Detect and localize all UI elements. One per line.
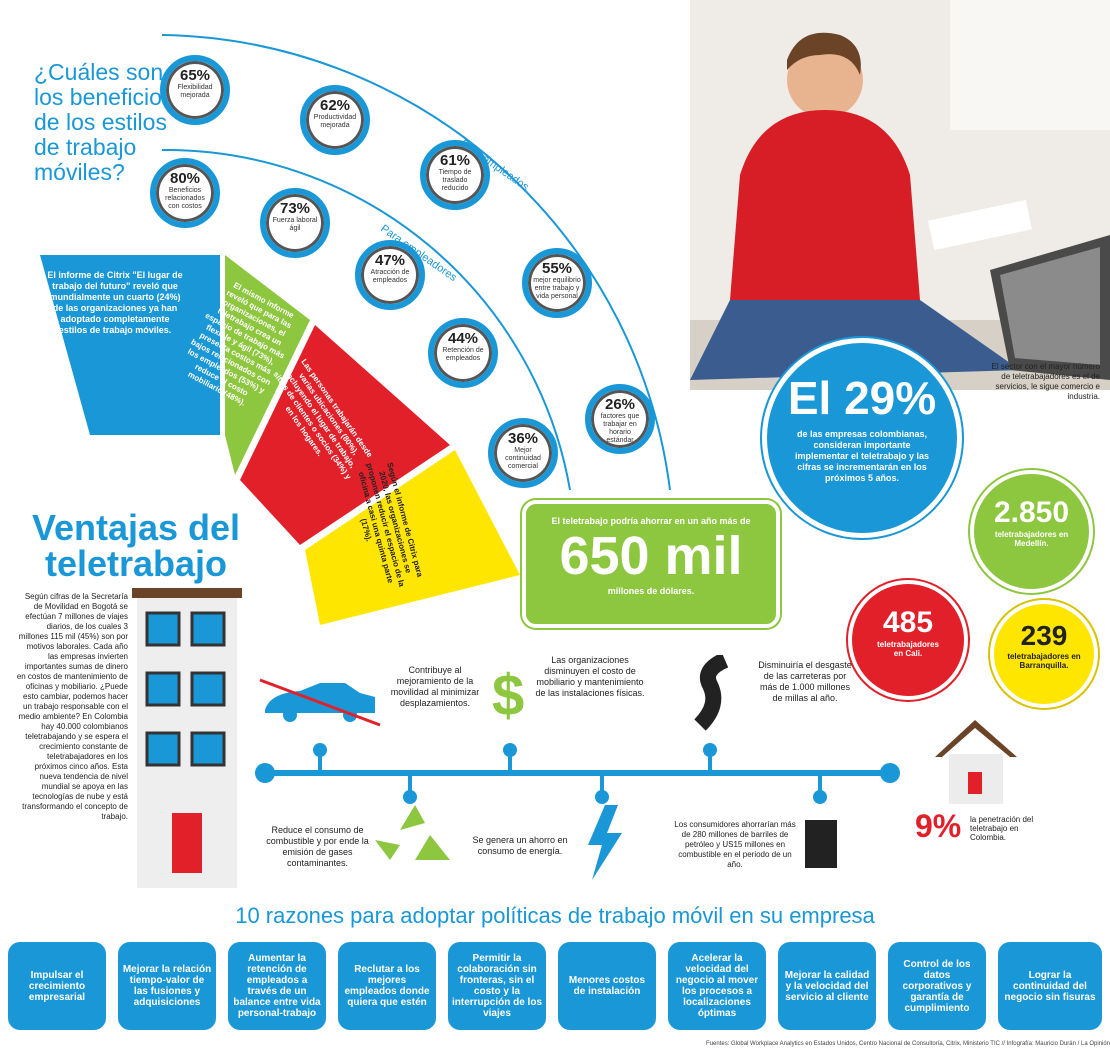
question-title: ¿Cuáles son los beneficios de los estilo…	[34, 59, 174, 185]
savings-top: El teletrabajo podría ahorrar en un año …	[551, 516, 751, 526]
stat-circle: 36%Mejor continuidad comercial	[488, 418, 558, 488]
savings-box: El teletrabajo podría ahorrar en un año …	[522, 500, 780, 628]
lightning-icon	[588, 805, 622, 880]
bubble-29-text: de las empresas colombianas, consideran …	[794, 429, 930, 483]
photo-man-working	[690, 0, 1110, 390]
savings-value: 650 mil	[559, 526, 743, 586]
fan-segment-red	[240, 325, 450, 545]
ventajas-title: Ventajas del teletrabajo	[31, 507, 241, 584]
fan-chart	[40, 255, 520, 625]
reasons-title: 10 razones para adoptar políticas de tra…	[235, 903, 875, 928]
sector-note: El sector con el mayor número de teletra…	[991, 362, 1101, 401]
bubble-medellin: 2.850 teletrabajadores en Medellín.	[970, 470, 1093, 593]
bubble-29-value: El 29%	[787, 372, 937, 424]
reason-card: Acelerar la velocidad del negocio al mov…	[668, 942, 766, 1030]
building-icon	[132, 588, 242, 888]
stat-circle: 61%Tiempo de traslado reducido	[420, 140, 490, 210]
fan-segment-green	[225, 255, 310, 475]
bubble-cali: 485 teletrabajadores en Cali.	[848, 580, 968, 700]
recycle-icon	[375, 805, 450, 860]
reason-card: Control de los datos corporativos y gara…	[888, 942, 986, 1030]
reason-card: Menores costos de instalación	[558, 942, 656, 1030]
house-icon	[935, 720, 1017, 804]
stat-circle: 62%Productividad mejorada	[300, 85, 370, 155]
reason-card: Permitir la colaboración sin fronteras, …	[448, 942, 546, 1030]
timeline-text-5: Se genera un ahorro en consumo de energí…	[472, 835, 568, 856]
road-icon	[694, 655, 729, 731]
fan-segment-blue	[40, 255, 220, 435]
reason-card: Lograr la continuidad del negocio sin fi…	[998, 942, 1102, 1030]
bubble-barranquilla: 239 teletrabajadores en Barranquilla.	[990, 600, 1098, 708]
timeline-text-1: Contribuye al mejoramiento de la movilid…	[390, 665, 480, 708]
timeline-text-4: Reduce el consumo de combustible y por e…	[266, 825, 369, 868]
timeline: $	[255, 655, 900, 880]
stat-circle: 73%Fuerza laboral ágil	[260, 188, 330, 258]
reason-card: Impulsar el crecimiento empresarial	[8, 942, 106, 1030]
bubble-29: El 29% de las empresas colombianas, cons…	[762, 338, 962, 538]
savings-bottom: millones de dólares.	[607, 586, 695, 596]
timeline-text-2: Las organizaciones disminuyen el costo d…	[535, 655, 645, 698]
reason-card: Mejorar la relación tiempo-valor de las …	[118, 942, 216, 1030]
car-crossed-icon	[259, 678, 381, 727]
stat-circle: 55%mejor equilibrio entre trabajo y vida…	[522, 248, 592, 318]
reason-card: Aumentar la retención de empleados a tra…	[228, 942, 326, 1030]
penetration-label: la penetración del teletrabajo en Colomb…	[970, 815, 1034, 842]
ventajas-text: Según cifras de la Secretaría de Movilid…	[16, 592, 128, 821]
stat-circle: 80%Beneficios relacionados con costos	[150, 158, 220, 228]
stat-circle: 47%Atracción de empleados	[355, 240, 425, 310]
timeline-text-6: Los consumidores ahorrarían más de 280 m…	[674, 820, 796, 869]
penetration-value: 9%	[915, 808, 962, 844]
barrel-icon	[805, 820, 837, 868]
fan-segment-yellow	[305, 450, 520, 625]
footer-sources: Fuentes: Global Workplace Analytics en E…	[706, 1041, 1110, 1047]
reason-card: Reclutar a los mejores empleados donde q…	[338, 942, 436, 1030]
reason-card: Mejorar la calidad y la velocidad del se…	[778, 942, 876, 1030]
timeline-text-3: Disminuiría el desgaste de las carretera…	[758, 660, 852, 703]
fan-note-1: El informe de Citrix "El lugar de trabaj…	[47, 270, 183, 335]
stat-circle: 44%Retención de empleados	[428, 318, 498, 388]
dollar-icon: $	[492, 663, 524, 728]
stat-circle: 26%factores que trabajar en horario está…	[585, 384, 655, 454]
stat-circle: 65%Flexibilidad mejorada	[160, 55, 230, 125]
